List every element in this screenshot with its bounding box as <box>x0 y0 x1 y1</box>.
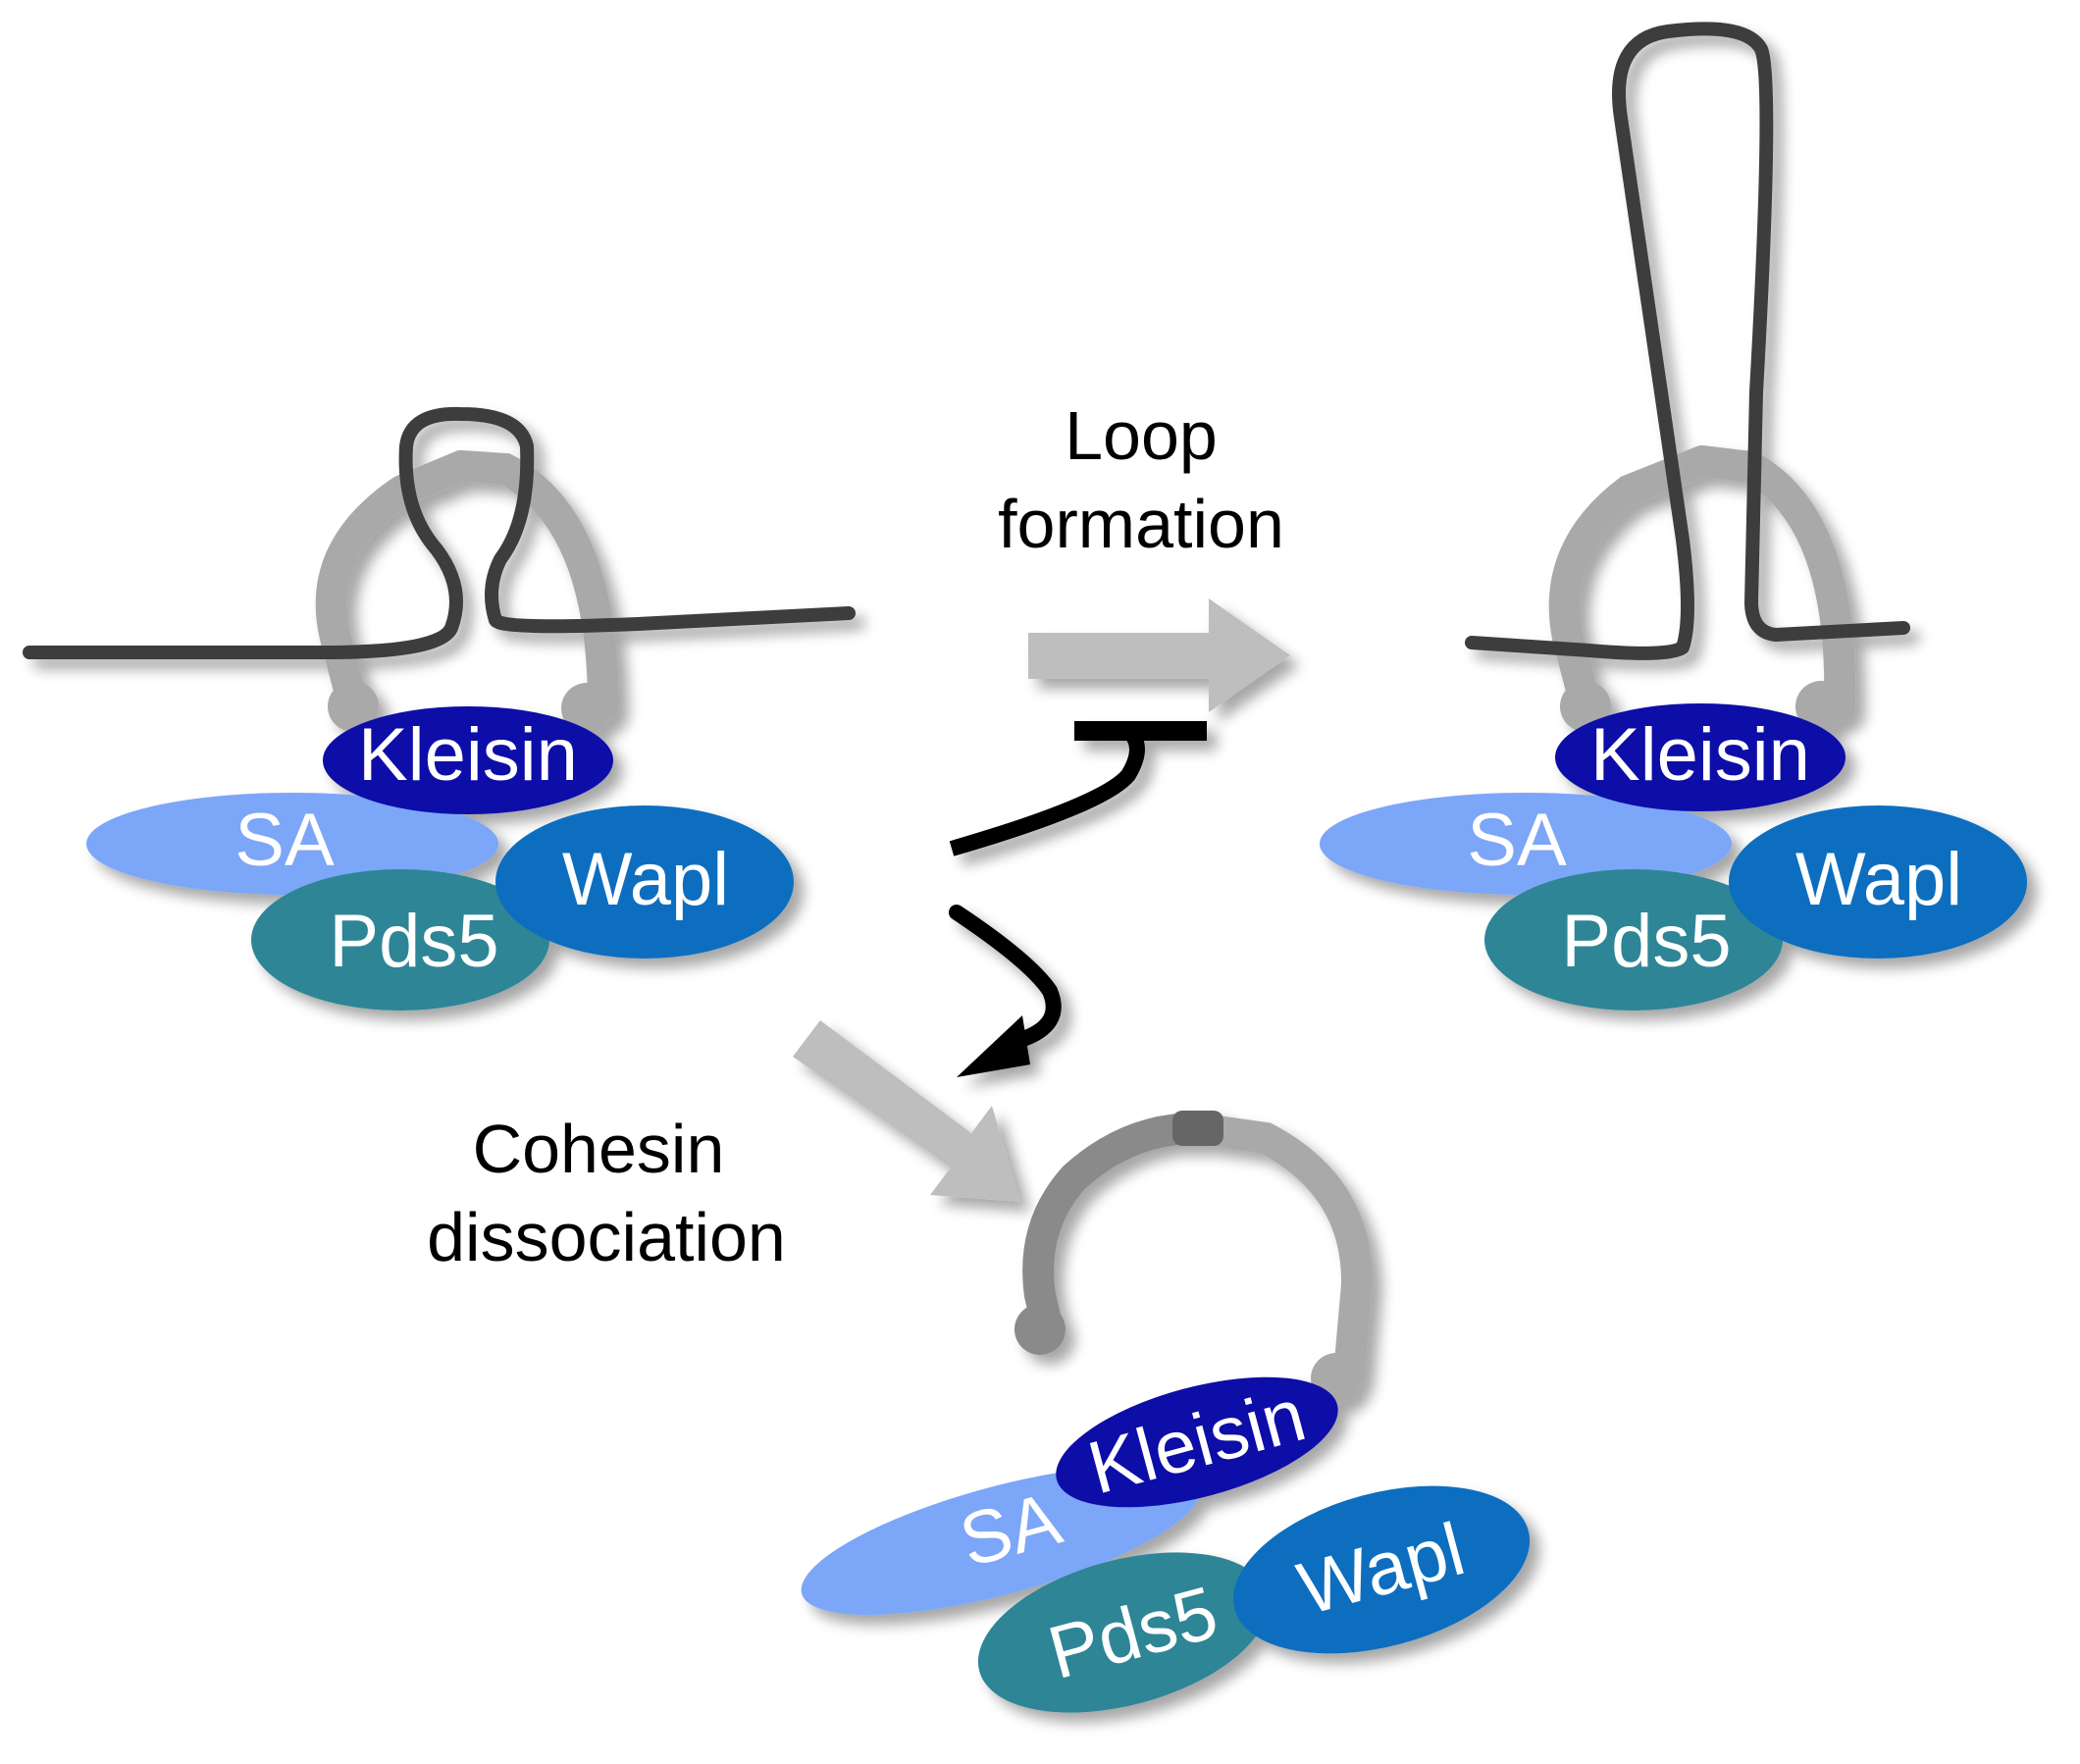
pds5-subunit <box>251 869 549 1011</box>
pds5-subunit <box>977 1552 1270 1713</box>
dissociation-caption-line2: dissociation <box>427 1199 786 1275</box>
kleisin-label: Kleisin <box>358 713 578 797</box>
smc-head-right <box>561 683 612 734</box>
kleisin-subunit <box>1056 1376 1338 1508</box>
dissociation-arrow <box>793 1020 1020 1202</box>
promotion-arrow <box>949 905 1062 1077</box>
cohesin-complex-initial <box>23 406 856 1011</box>
smc-arm-left <box>1022 1113 1213 1345</box>
pds5-label: Pds5 <box>329 900 498 983</box>
smc-arm-right <box>1687 445 1856 722</box>
inhibition-symbol <box>949 721 1207 856</box>
smc-head-right <box>1795 681 1846 732</box>
cohesin-complex-looped <box>1320 22 2027 1011</box>
smc-head-left <box>328 681 379 732</box>
pds5-subunit <box>1484 869 1783 1011</box>
dna-strand <box>23 406 856 659</box>
wapl-subunit <box>1729 805 2027 959</box>
smc-arm-right <box>445 450 619 722</box>
kleisin-subunit <box>1555 703 1846 811</box>
kleisin-label: Kleisin <box>1590 713 1810 797</box>
smc-arm-right <box>1181 1113 1374 1389</box>
sa-subunit <box>1320 793 1732 895</box>
hinge-dark <box>1172 1111 1223 1146</box>
wapl-subunit <box>495 805 794 959</box>
smc-arm-left <box>315 450 477 720</box>
smc-head-left <box>1014 1304 1066 1355</box>
wapl-label: Wapl <box>562 838 729 921</box>
smc-arm-left <box>1548 445 1718 720</box>
loop-formation-arrow <box>1028 598 1290 712</box>
sa-label: SA <box>234 799 335 882</box>
loop-formation-caption-line1: Loop <box>1065 397 1218 474</box>
sa-label: SA <box>1467 799 1567 882</box>
cohesin-complex-dissociated <box>801 1111 1531 1713</box>
dissociation-caption-line1: Cohesin <box>473 1111 725 1187</box>
kleisin-subunit <box>323 706 613 814</box>
pds5-label: Pds5 <box>1561 900 1731 983</box>
loop-formation-caption-line2: formation <box>998 486 1284 562</box>
wapl-label: Wapl <box>1795 838 1962 921</box>
sa-subunit <box>86 793 498 895</box>
wapl-subunit <box>1232 1485 1531 1654</box>
dna-strand <box>1465 22 1910 660</box>
